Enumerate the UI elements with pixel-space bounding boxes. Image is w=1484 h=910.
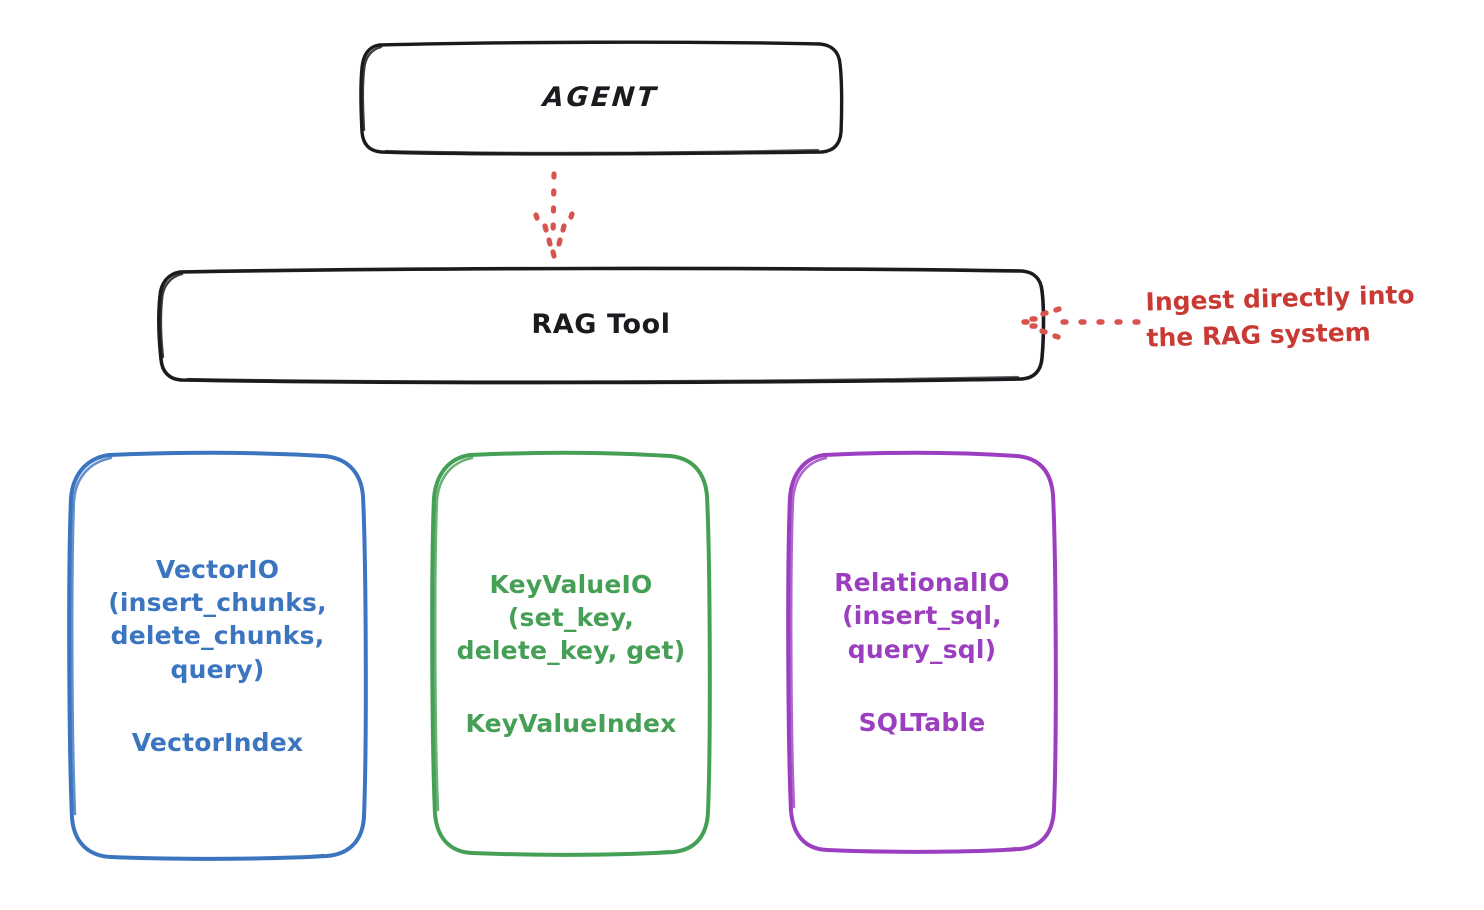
vector-io-label-stack: VectorIO (insert_chunks, delete_chunks, … [108, 553, 327, 759]
key-value-io-label-secondary: KeyValueIndex [465, 709, 677, 739]
key-value-io-node[interactable]: KeyValueIO (set_key, delete_key, get) Ke… [428, 450, 714, 858]
vector-io-node-border [67, 450, 368, 861]
relational-io-node-border [786, 450, 1058, 854]
ingest-annotation-text: Ingest directly into the RAG system [1145, 280, 1415, 353]
relational-io-label-stack: RelationalIO (insert_sql, query_sql) SQL… [834, 566, 1010, 739]
agent-to-rag-tool-arrow-shaft [550, 171, 557, 243]
relational-io-label-primary: RelationalIO (insert_sql, query_sql) [834, 568, 1010, 664]
key-value-io-node-border [430, 450, 712, 857]
vector-io-label-secondary: VectorIndex [131, 727, 304, 757]
rag-tool-node[interactable]: RAG Tool [154, 266, 1048, 385]
key-value-io-label-stack: KeyValueIO (set_key, delete_key, get) Ke… [457, 568, 686, 741]
relational-io-node[interactable]: RelationalIO (insert_sql, query_sql) SQL… [784, 450, 1060, 855]
agent-to-rag-tool-arrowhead [533, 211, 575, 259]
rag-tool-label: RAG Tool [531, 309, 671, 341]
agent-to-rag-tool-arrow [533, 171, 575, 259]
relational-io-label-secondary: SQLTable [858, 707, 986, 737]
vector-io-node[interactable]: VectorIO (insert_chunks, delete_chunks, … [65, 450, 370, 862]
agent-node[interactable]: AGENT [356, 38, 846, 158]
agent-node-border [359, 40, 844, 156]
rag-tool-node-border [157, 266, 1046, 385]
key-value-io-label-primary: KeyValueIO (set_key, delete_key, get) [456, 569, 686, 666]
agent-label: AGENT [542, 81, 660, 113]
vector-io-label-primary: VectorIO (insert_chunks, delete_chunks, … [108, 554, 327, 684]
